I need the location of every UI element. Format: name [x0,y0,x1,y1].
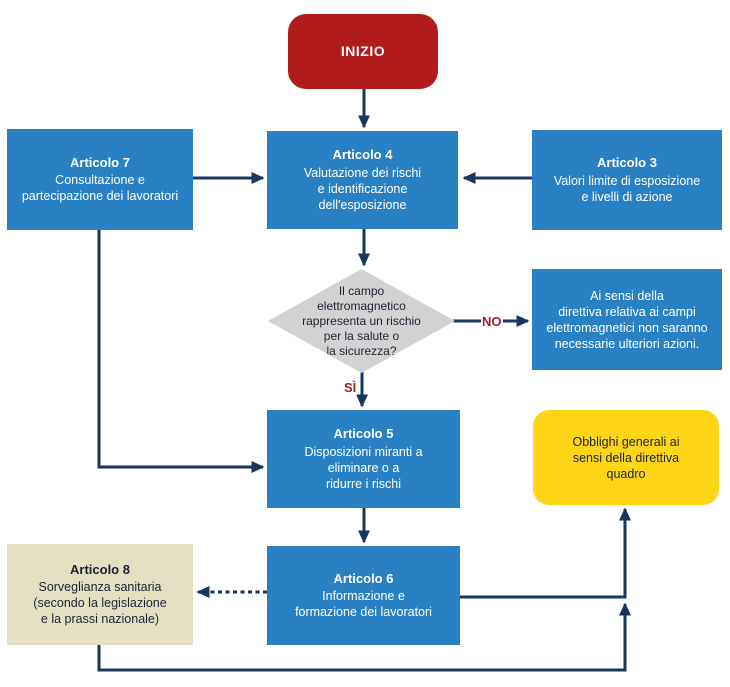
node-body: Disposizioni miranti a eliminare o a rid… [304,444,423,491]
flow-node-articolo-4: Articolo 4 Valutazione dei rischi e iden… [267,131,458,229]
flow-node-articolo-8: Articolo 8 Sorveglianza sanitaria (secon… [7,544,193,645]
node-title: Articolo 4 [332,147,393,163]
node-title: Articolo 7 [70,154,130,170]
branch-label-si: SÌ [343,380,358,395]
node-title: Articolo 3 [597,155,657,171]
flow-node-general-obligations: Obblighi generali ai sensi della diretti… [533,410,719,505]
branch-label-no: NO [481,314,503,329]
flow-node-articolo-7: Articolo 7 Consultazione e partecipazion… [7,129,193,230]
node-body: Obblighi generali ai sensi della diretti… [572,434,680,481]
connector-art7-to-art5 [97,230,265,473]
node-body: Ai sensi della direttiva relativa ai cam… [546,288,708,351]
node-body: Valutazione dei rischi e identificazione… [303,165,422,212]
flow-node-articolo-5: Articolo 5 Disposizioni miranti a elimin… [267,410,460,508]
connector-art6-to-general [460,507,631,599]
node-body: Informazione e formazione dei lavoratori [295,589,432,620]
node-title: Articolo 6 [333,570,394,586]
flow-node-articolo-6: Articolo 6 Informazione e formazione dei… [267,546,460,645]
start-label: INIZIO [340,42,386,59]
connector-art8-to-general [97,602,631,672]
flow-node-start: INIZIO [288,14,438,89]
node-body: Sorveglianza sanitaria (secondo la legis… [33,580,167,627]
node-body: Valori limite di esposizione e livelli d… [553,173,701,204]
node-body: Consultazione e partecipazione dei lavor… [21,173,179,204]
flow-node-no-further-action: Ai sensi della direttiva relativa ai cam… [532,269,722,370]
node-title: Articolo 8 [70,561,130,577]
decision-question: Il campo elettromagnetico rappresenta un… [302,283,421,358]
node-title: Articolo 5 [333,426,394,442]
flow-node-articolo-3: Articolo 3 Valori limite di esposizione … [532,130,722,230]
